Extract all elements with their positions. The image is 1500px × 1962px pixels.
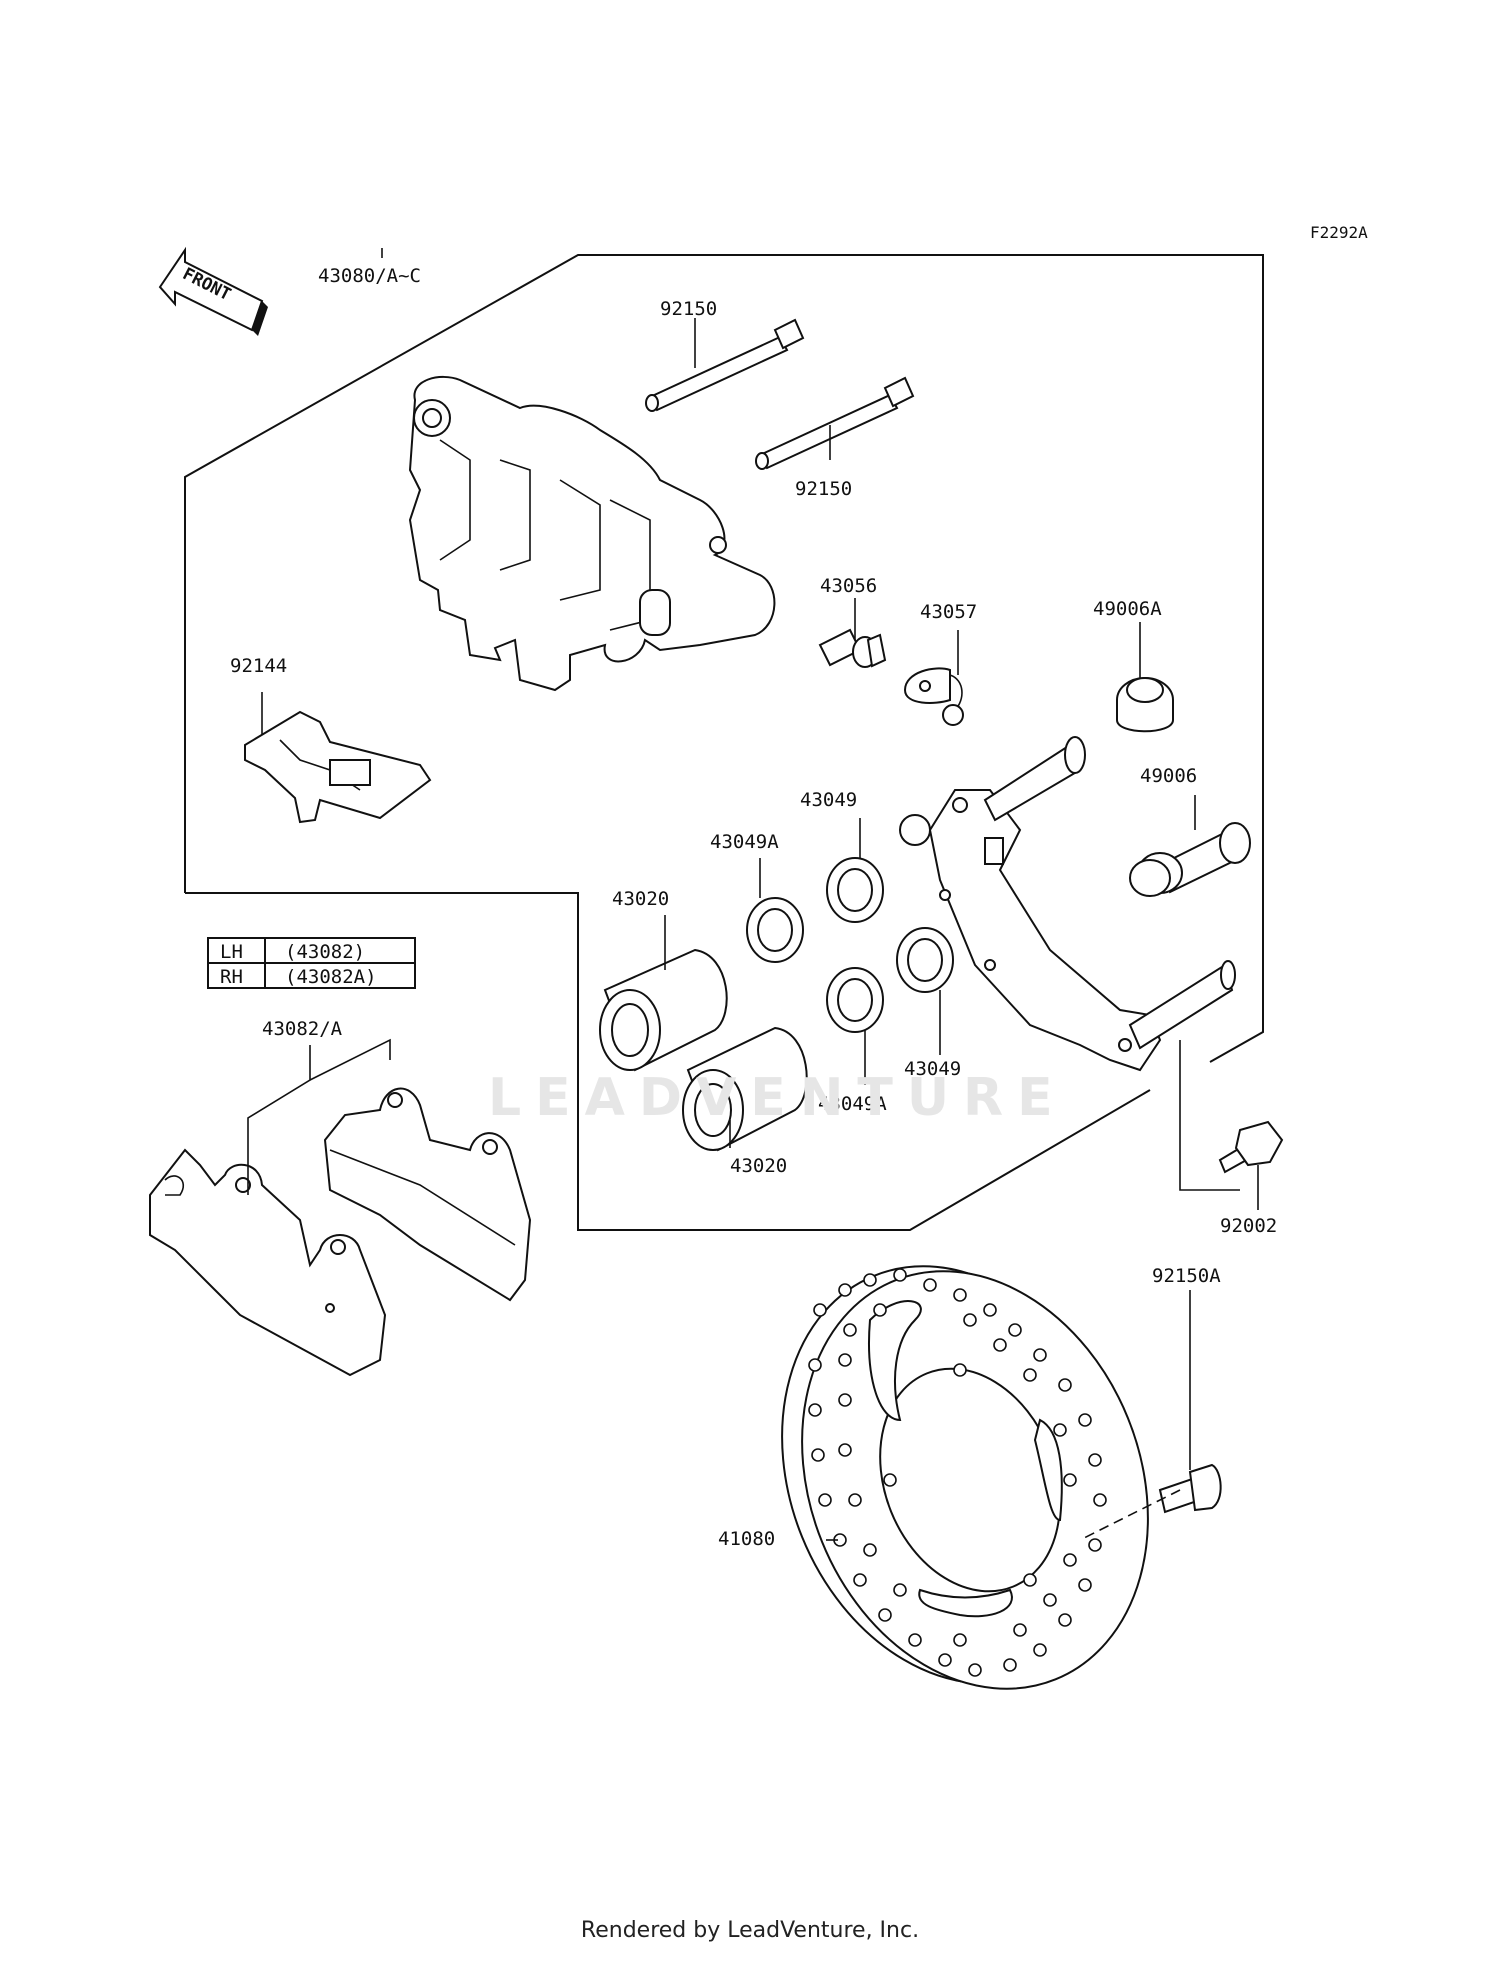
label-disc: 41080 [718, 1528, 775, 1550]
label-seal-a-top: 43049A [710, 831, 779, 853]
valve-cap [903, 667, 964, 726]
label-boot-b: 49006 [1140, 765, 1197, 787]
brake-disc [781, 1265, 1149, 1690]
watermark: LEADVENTURE [488, 1068, 1067, 1128]
label-piston-top: 43020 [612, 888, 669, 910]
bleed-valve [818, 628, 887, 668]
leader-lines [247, 248, 1259, 1541]
pad-side-table: LH (43082) RH (43082A) [207, 937, 416, 989]
table-side-rh: RH [220, 966, 243, 988]
label-pads: 43082/A [262, 1018, 343, 1040]
caliper-pin-a [645, 318, 805, 412]
disc-bolt [1158, 1463, 1222, 1514]
label-boot-a: 49006A [1093, 598, 1162, 620]
footer-credit: Rendered by LeadVenture, Inc. [580, 1918, 920, 1943]
piston-seal-a-top [746, 897, 804, 963]
label-pin-b: 92150 [795, 478, 852, 500]
bolt-leader-outline [1179, 1040, 1240, 1191]
label-valve-cap: 43057 [920, 601, 977, 623]
label-disc-bolt: 92150A [1152, 1265, 1221, 1287]
mounting-bolt [1218, 1120, 1284, 1174]
piston-top [599, 948, 728, 1072]
part-labels: 43080/A~C 92150 92150 92144 43056 43057 … [230, 265, 1277, 1550]
caliper-bracket [899, 736, 1236, 1072]
table-part-rh: (43082A) [285, 966, 377, 988]
piston-seal-right [896, 927, 954, 993]
piston-seal-a-bottom [826, 967, 884, 1033]
piston-bottom [682, 1026, 808, 1152]
front-arrow-icon: FRONT [158, 246, 268, 336]
dust-boot-b [1129, 822, 1251, 897]
brake-pad-outer [149, 1148, 387, 1377]
caliper-assembly-outline [184, 254, 1264, 1063]
label-seal-right: 43049 [904, 1058, 961, 1080]
label-bleed-valve: 43056 [820, 575, 877, 597]
label-pin-a: 92150 [660, 298, 717, 320]
table-part-lh: (43082) [285, 941, 365, 963]
brake-pad-inner [323, 1087, 532, 1302]
label-caliper-assy: 43080/A~C [318, 265, 421, 287]
piston-seal-top [826, 857, 884, 923]
label-seal-a-bottom: 43049A [818, 1093, 887, 1115]
label-bolt: 92002 [1220, 1215, 1277, 1237]
dust-boot-a [1116, 677, 1174, 733]
table-side-lh: LH [220, 941, 243, 963]
caliper-pin-b [755, 376, 915, 470]
label-piston-bottom: 43020 [730, 1155, 787, 1177]
label-seal-top: 43049 [800, 789, 857, 811]
label-pad-spring: 92144 [230, 655, 287, 677]
caliper-assembly-outline-lower [185, 892, 1151, 1231]
caliper-body [408, 375, 776, 692]
figure-code: F2292A [1310, 223, 1368, 242]
pad-spring [244, 710, 432, 824]
